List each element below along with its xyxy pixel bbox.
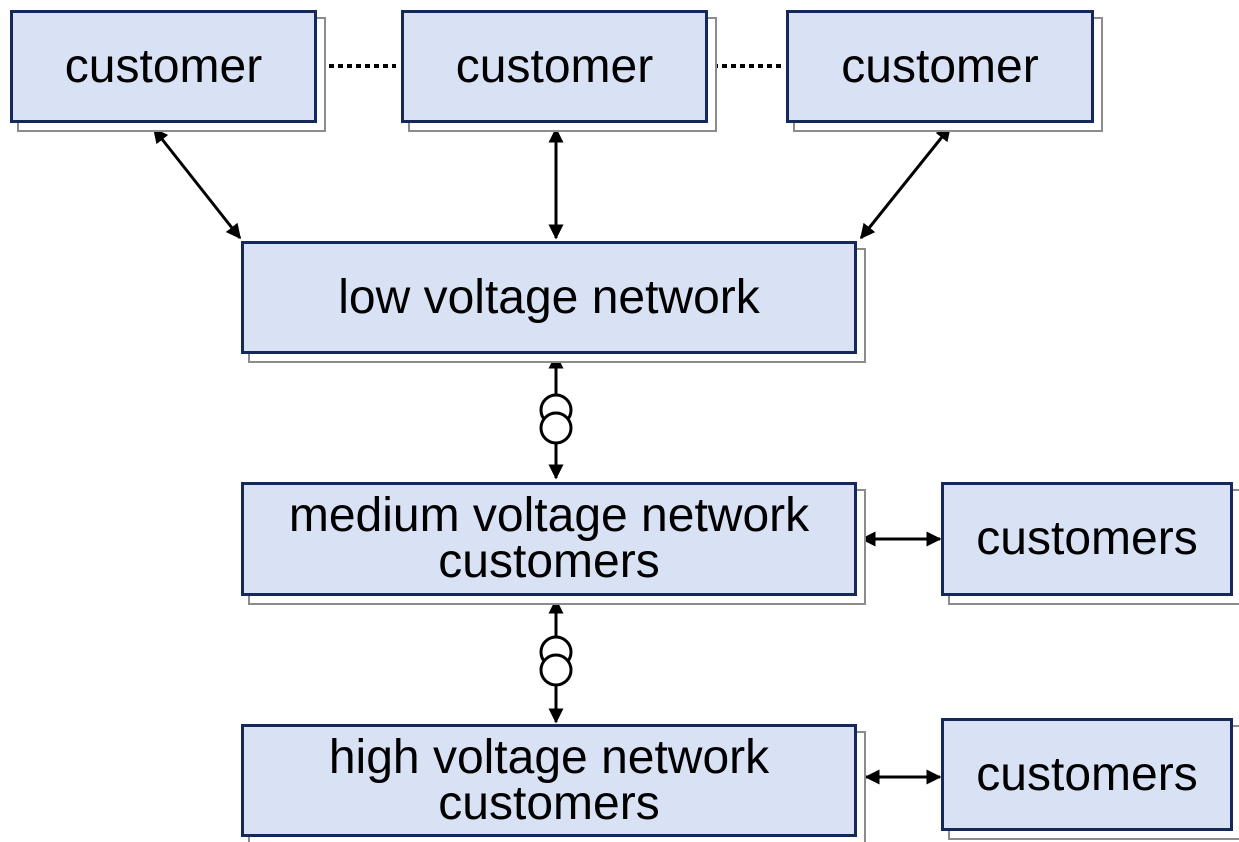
medium-customers-label: customers [976, 512, 1198, 566]
arrow-customer1-low-voltage [152, 127, 242, 240]
customer-box-3-label: customer [841, 39, 1039, 93]
medium-voltage-network-line2: customers [438, 535, 660, 588]
transformer-low-medium-lower [539, 411, 573, 445]
low-voltage-network-label: low voltage network [338, 270, 760, 324]
high-voltage-network-line1: high voltage network [328, 730, 770, 784]
customer-box-1: customer [10, 10, 317, 123]
medium-voltage-network-box: medium voltage network customers [241, 482, 857, 596]
high-voltage-network-box: high voltage network customers [241, 724, 857, 837]
customer-box-2-label: customer [455, 39, 654, 93]
customer-box-1-label: customer [64, 39, 263, 93]
transformer-medium-high-lower [539, 653, 573, 687]
high-voltage-network-line2: customers [438, 776, 660, 830]
medium-customers-box: customers [941, 482, 1233, 596]
low-voltage-network-box: low voltage network [241, 241, 857, 354]
medium-voltage-network-line1: medium voltage network [288, 489, 810, 543]
customer-box-2: customer [401, 10, 708, 123]
arrow-customer3-low-voltage [859, 125, 952, 240]
high-customers-label: customers [976, 747, 1198, 801]
customer-box-3: customer [786, 10, 1094, 123]
high-customers-box: customers [941, 718, 1233, 831]
